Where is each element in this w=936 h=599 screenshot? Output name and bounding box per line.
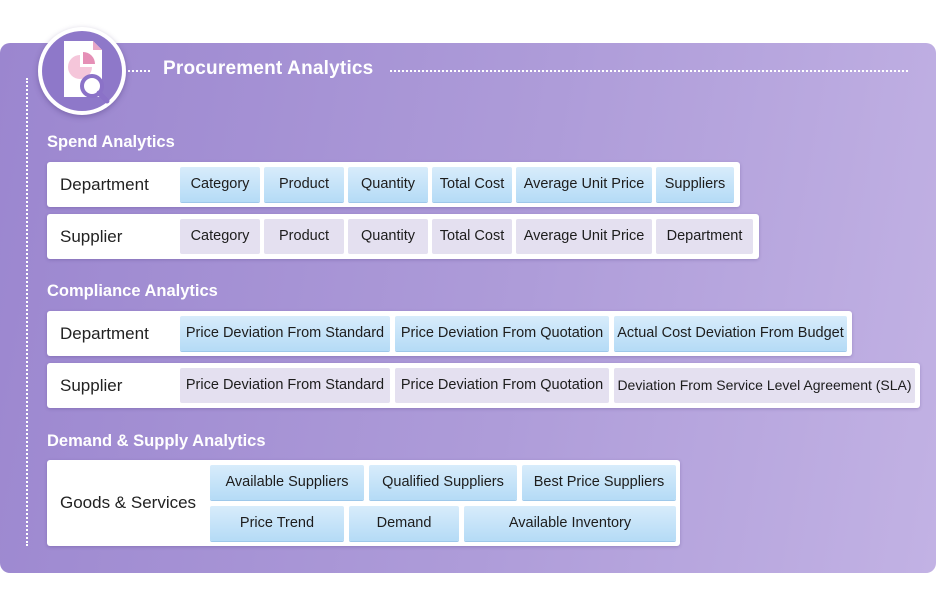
goods-services-row: Goods & Services Available Suppliers Qua… [47,460,680,546]
page-title: Procurement Analytics [163,58,374,79]
demand-supply-analytics-title: Demand & Supply Analytics [47,432,266,450]
comp-supp-chip-price-deviation-quotation[interactable]: Price Deviation From Quotation [395,368,609,403]
spend-supp-chip-total-cost[interactable]: Total Cost [432,219,512,254]
spend-supp-chip-product[interactable]: Product [264,219,344,254]
spend-dept-chip-suppliers[interactable]: Suppliers [656,167,734,202]
spend-supp-chip-quantity[interactable]: Quantity [348,219,428,254]
compliance-analytics-title: Compliance Analytics [47,282,218,300]
demand-chip-best-price-suppliers[interactable]: Best Price Suppliers [522,465,676,500]
procurement-badge [38,27,126,115]
row-label: Department [60,324,149,343]
spend-dept-chip-total-cost[interactable]: Total Cost [432,167,512,202]
compliance-supplier-row: Supplier Price Deviation From Standard P… [47,363,920,408]
spend-dept-chip-category[interactable]: Category [180,167,260,202]
comp-dept-chip-actual-cost-deviation[interactable]: Actual Cost Deviation From Budget [614,316,847,351]
spend-supp-chip-department[interactable]: Department [656,219,753,254]
comp-supp-chip-sla-deviation[interactable]: Deviation From Service Level Agreement (… [614,368,915,403]
comp-dept-chip-price-deviation-standard[interactable]: Price Deviation From Standard [180,316,390,351]
spend-dept-chip-average-unit-price[interactable]: Average Unit Price [516,167,652,202]
demand-chip-available-suppliers[interactable]: Available Suppliers [210,465,364,500]
demand-chip-available-inventory[interactable]: Available Inventory [464,506,676,541]
connector-line-left [128,70,150,72]
demand-chip-demand[interactable]: Demand [349,506,459,541]
compliance-department-row: Department Price Deviation From Standard… [47,311,852,356]
document-chart-magnifier-icon [64,41,110,104]
row-label: Department [60,175,149,194]
spend-supplier-row: Supplier Category Product Quantity Total… [47,214,759,259]
spend-dept-chip-product[interactable]: Product [264,167,344,202]
demand-chip-qualified-suppliers[interactable]: Qualified Suppliers [369,465,517,500]
spend-supp-chip-average-unit-price[interactable]: Average Unit Price [516,219,652,254]
row-label: Supplier [60,376,123,395]
row-label: Supplier [60,227,123,246]
demand-chip-price-trend[interactable]: Price Trend [210,506,344,541]
spend-supp-chip-category[interactable]: Category [180,219,260,254]
comp-supp-chip-price-deviation-standard[interactable]: Price Deviation From Standard [180,368,390,403]
connector-line-vertical [26,78,28,546]
spend-analytics-title: Spend Analytics [47,133,175,151]
row-label: Goods & Services [60,493,197,512]
spend-department-row: Department Category Product Quantity Tot… [47,162,740,207]
spend-dept-chip-quantity[interactable]: Quantity [348,167,428,202]
comp-dept-chip-price-deviation-quotation[interactable]: Price Deviation From Quotation [395,316,609,351]
connector-line-right [390,70,908,72]
